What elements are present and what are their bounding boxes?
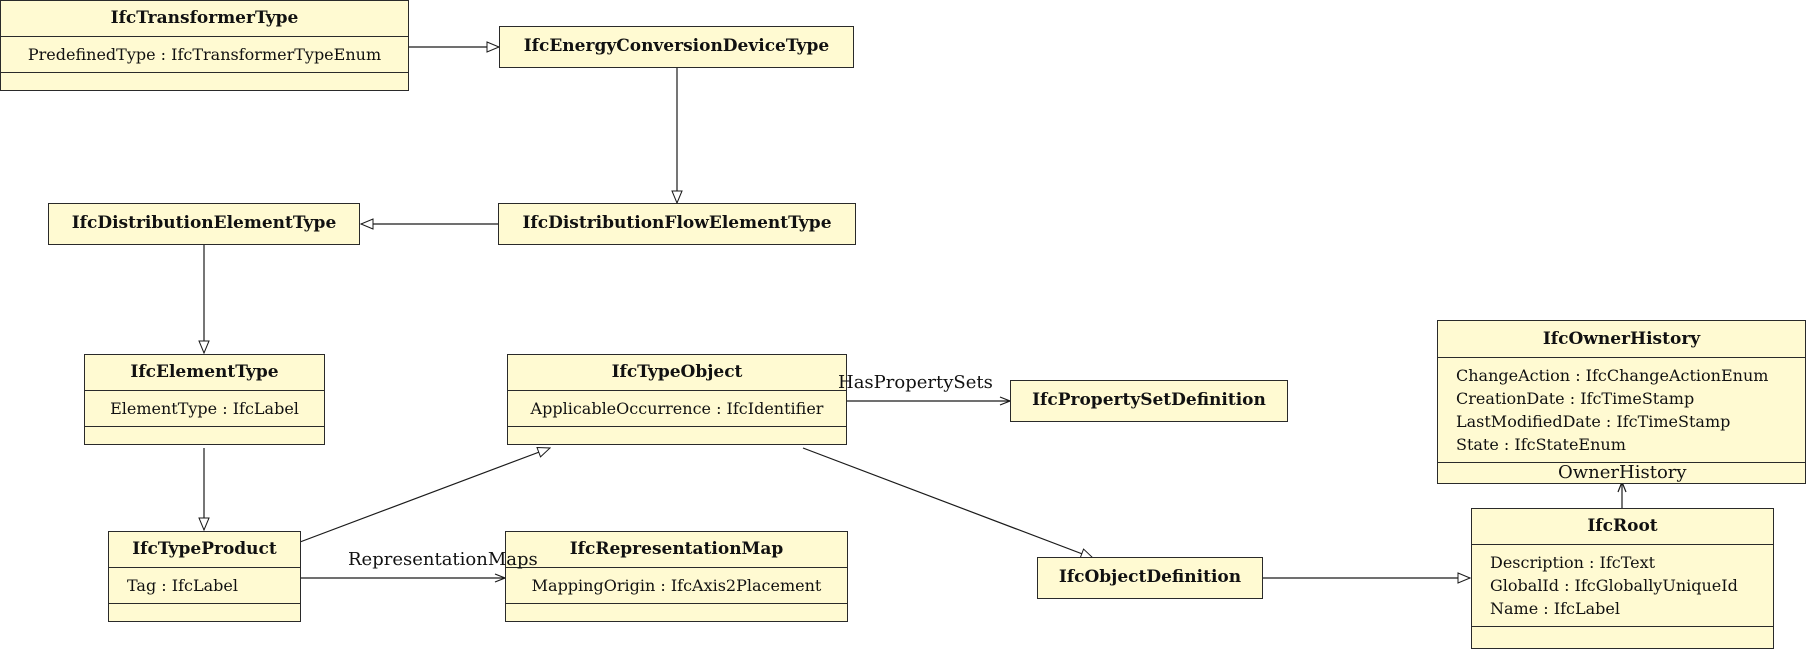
association-label-representationmaps: RepresentationMaps bbox=[348, 549, 538, 570]
attribute: GlobalId : IfcGloballyUniqueId bbox=[1490, 576, 1738, 595]
attribute: Tag : IfcLabel bbox=[127, 576, 238, 595]
class-operations bbox=[109, 603, 300, 621]
class-ifcdistributionelementtype: IfcDistributionElementType bbox=[48, 203, 360, 245]
attribute: MappingOrigin : IfcAxis2Placement bbox=[531, 576, 822, 595]
class-name: IfcDistributionElementType bbox=[71, 213, 337, 233]
class-operations bbox=[85, 426, 324, 444]
attribute: Name : IfcLabel bbox=[1490, 599, 1620, 618]
attribute: Description : IfcText bbox=[1490, 553, 1656, 572]
attribute: ApplicableOccurrence : IfcIdentifier bbox=[530, 399, 824, 418]
class-ifctransformertype: IfcTransformerType PredefinedType : IfcT… bbox=[0, 0, 409, 91]
class-name: IfcRepresentationMap bbox=[569, 539, 784, 559]
class-name: IfcTypeObject bbox=[611, 362, 743, 382]
class-ifcrepresentationmap: IfcRepresentationMap MappingOrigin : Ifc… bbox=[505, 531, 848, 622]
class-attributes: Tag : IfcLabel bbox=[109, 567, 300, 603]
class-name: IfcRoot bbox=[1587, 516, 1658, 536]
class-name: IfcEnergyConversionDeviceType bbox=[523, 36, 830, 56]
class-attributes: ApplicableOccurrence : IfcIdentifier bbox=[508, 390, 846, 426]
attribute: State : IfcStateEnum bbox=[1456, 435, 1626, 454]
attribute: ChangeAction : IfcChangeActionEnum bbox=[1456, 366, 1769, 385]
class-name: IfcPropertySetDefinition bbox=[1032, 390, 1266, 410]
attribute: PredefinedType : IfcTransformerTypeEnum bbox=[27, 45, 382, 64]
class-operations bbox=[506, 603, 847, 621]
attribute: ElementType : IfcLabel bbox=[110, 399, 299, 418]
class-attributes: Description : IfcText GlobalId : IfcGlob… bbox=[1472, 544, 1773, 626]
class-operations bbox=[1472, 626, 1773, 644]
class-operations bbox=[508, 426, 846, 444]
association-label-haspropertysets: HasPropertySets bbox=[838, 372, 993, 393]
class-ifcenergyconversiondevicetype: IfcEnergyConversionDeviceType bbox=[499, 26, 854, 68]
class-attributes: MappingOrigin : IfcAxis2Placement bbox=[506, 567, 847, 603]
class-attributes: PredefinedType : IfcTransformerTypeEnum bbox=[1, 36, 408, 72]
class-name: IfcOwnerHistory bbox=[1542, 329, 1701, 349]
class-ifctypeproduct: IfcTypeProduct Tag : IfcLabel bbox=[108, 531, 301, 622]
class-name: IfcElementType bbox=[130, 362, 279, 382]
class-ifcownerhistory: IfcOwnerHistory ChangeAction : IfcChange… bbox=[1437, 320, 1806, 484]
class-operations bbox=[1, 72, 408, 90]
class-attributes: ElementType : IfcLabel bbox=[85, 390, 324, 426]
attribute: CreationDate : IfcTimeStamp bbox=[1456, 389, 1695, 408]
class-ifcroot: IfcRoot Description : IfcText GlobalId :… bbox=[1471, 508, 1774, 649]
class-ifcpropertysetdefinition: IfcPropertySetDefinition bbox=[1010, 380, 1288, 422]
class-ifcdistributionflowelementtype: IfcDistributionFlowElementType bbox=[498, 203, 856, 245]
class-name: IfcObjectDefinition bbox=[1058, 567, 1242, 587]
class-name: IfcDistributionFlowElementType bbox=[522, 213, 832, 233]
association-label-ownerhistory: OwnerHistory bbox=[1558, 462, 1687, 483]
class-name: IfcTypeProduct bbox=[132, 539, 277, 559]
generalization-typeproduct-to-typeobject bbox=[299, 448, 550, 543]
attribute: LastModifiedDate : IfcTimeStamp bbox=[1456, 412, 1731, 431]
class-ifctypeobject: IfcTypeObject ApplicableOccurrence : Ifc… bbox=[507, 354, 847, 445]
class-operations bbox=[1438, 462, 1805, 483]
generalization-typeobject-to-objdef bbox=[802, 447, 1093, 558]
class-ifcelementtype: IfcElementType ElementType : IfcLabel bbox=[84, 354, 325, 445]
class-attributes: ChangeAction : IfcChangeActionEnum Creat… bbox=[1438, 357, 1805, 462]
class-ifcobjectdefinition: IfcObjectDefinition bbox=[1037, 557, 1263, 599]
class-name: IfcTransformerType bbox=[110, 8, 299, 28]
